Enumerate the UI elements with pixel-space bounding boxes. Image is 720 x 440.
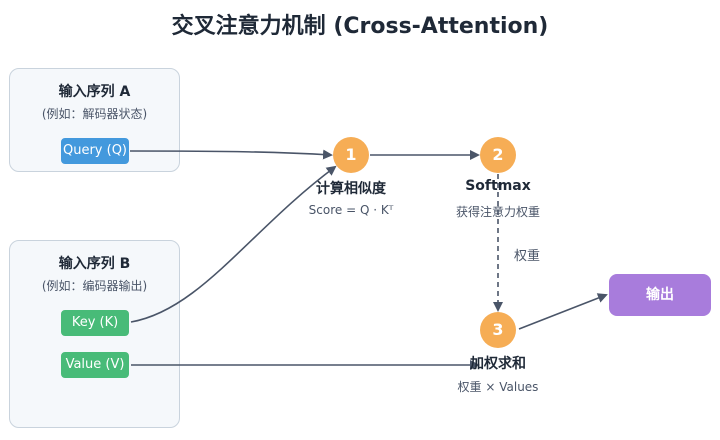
input-a-subtitle: (例如：解码器状态)	[41, 107, 148, 121]
value-tag: Value (V)	[61, 352, 129, 378]
query-tag: Query (Q)	[61, 138, 129, 164]
diagram-title: 交叉注意力机制 (Cross-Attention)	[171, 14, 549, 39]
step-1-label: 计算相似度	[316, 181, 386, 197]
arrow-key-to-score	[130, 165, 337, 323]
step-3-node: 3	[480, 312, 516, 348]
input-sequence-a-panel: 输入序列 A (例如：解码器状态)	[9, 68, 180, 172]
step-3-label: 加权求和	[470, 356, 526, 372]
step-3-formula: 权重 × Values	[457, 380, 539, 394]
input-a-title: 输入序列 A	[58, 84, 131, 100]
step-1-node: 1	[333, 137, 369, 173]
step-2-node: 2	[480, 137, 516, 173]
step-2-description: 获得注意力权重	[455, 205, 540, 219]
output-node: 输出	[609, 274, 711, 316]
arrow-query-to-score	[129, 149, 333, 160]
input-b-title: 输入序列 B	[58, 256, 131, 272]
step-1-formula: Score = Q · Kᵀ	[308, 203, 394, 217]
key-tag: Key (K)	[61, 310, 129, 336]
weights-edge-label: 权重	[514, 249, 541, 264]
step-2-label: Softmax	[465, 178, 531, 194]
input-b-subtitle: (例如：编码器输出)	[41, 279, 148, 293]
arrow-sum-to-output	[518, 293, 608, 330]
